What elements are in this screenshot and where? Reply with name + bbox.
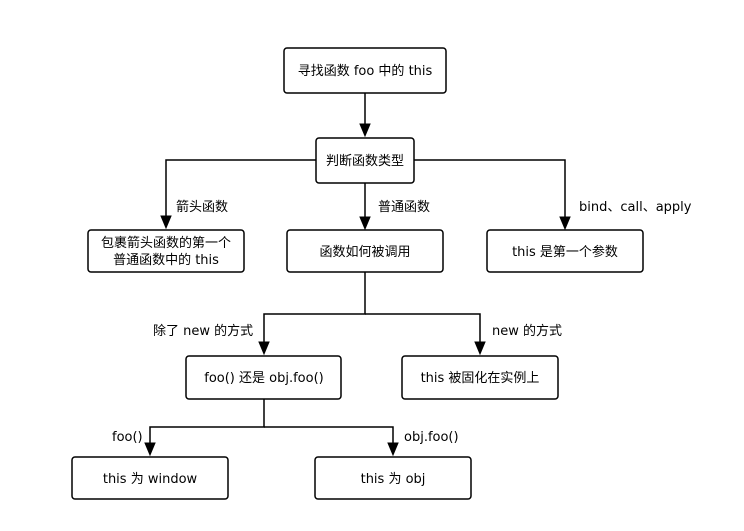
edge-start-to-judge bbox=[359, 93, 371, 138]
node-new-result: this 被固化在实例上 bbox=[401, 355, 559, 400]
node-new-result-label: this 被固化在实例上 bbox=[421, 371, 540, 386]
edge-judge-to-bind bbox=[414, 159, 571, 231]
node-window-result-label: this 为 window bbox=[103, 472, 198, 487]
edge-how-called-to-call-style bbox=[258, 272, 366, 356]
node-arrow-fn-label-line1: 包裹箭头函数的第一个 bbox=[101, 235, 231, 251]
node-arrow-fn: 包裹箭头函数的第一个 普通函数中的 this bbox=[87, 229, 245, 273]
node-judge-type-label: 判断函数类型 bbox=[326, 154, 404, 169]
edge-label-normal-fn: 普通函数 bbox=[378, 200, 430, 215]
node-call-style: foo() 还是 obj.foo() bbox=[185, 355, 342, 400]
edge-judge-to-arrow-fn bbox=[160, 159, 316, 230]
node-start-label: 寻找函数 foo 中的 this bbox=[298, 63, 433, 79]
node-bind-result: this 是第一个参数 bbox=[486, 229, 644, 273]
node-obj-result-label: this 为 obj bbox=[361, 472, 426, 487]
edge-label-except-new: 除了 new 的方式 bbox=[153, 323, 253, 339]
node-arrow-fn-label-line2: 普通函数中的 this bbox=[113, 252, 219, 268]
node-obj-result: this 为 obj bbox=[314, 456, 472, 500]
edge-judge-to-how-called bbox=[359, 183, 371, 231]
edge-label-arrow-fn: 箭头函数 bbox=[176, 199, 228, 215]
edge-how-called-to-new bbox=[365, 313, 486, 356]
node-window-result: this 为 window bbox=[71, 456, 229, 500]
edge-call-style-to-window bbox=[144, 399, 265, 457]
node-judge-type: 判断函数类型 bbox=[315, 137, 415, 184]
node-how-called: 函数如何被调用 bbox=[286, 229, 444, 273]
edge-label-bind-call-apply: bind、call、apply bbox=[579, 200, 692, 215]
edge-label-plain-call: foo() bbox=[112, 430, 143, 445]
node-bind-result-label: this 是第一个参数 bbox=[512, 244, 618, 260]
node-start: 寻找函数 foo 中的 this bbox=[283, 47, 447, 94]
node-how-called-label: 函数如何被调用 bbox=[319, 244, 410, 260]
node-call-style-label: foo() 还是 obj.foo() bbox=[204, 371, 323, 386]
edge-call-style-to-obj bbox=[264, 426, 399, 457]
edge-label-new-way: new 的方式 bbox=[492, 323, 562, 339]
edge-label-method-call: obj.foo() bbox=[404, 430, 459, 445]
